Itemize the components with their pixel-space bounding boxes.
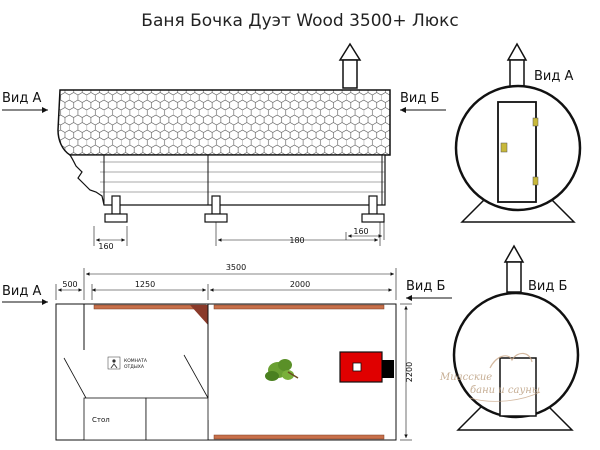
dim-2000: 2000 <box>290 280 310 289</box>
bench-rest-room <box>93 304 207 310</box>
side-barrel-body <box>68 154 386 206</box>
side-roof <box>57 89 391 156</box>
plan-dimensions: 3500 500 1250 2000 2200 <box>55 263 414 441</box>
front-view-b: Вид Б Миасские бани и сауны <box>439 244 580 431</box>
door-swing-inner <box>183 354 209 399</box>
dim-500: 500 <box>62 280 77 289</box>
door-handle <box>500 142 508 153</box>
label-vid-a-top: Вид А <box>2 91 41 106</box>
rest-room-sign: КОМНАТА ОТДЫХА <box>107 356 148 370</box>
rest-room-label-2: ОТДЫХА <box>124 364 145 370</box>
dim-2200: 2200 <box>405 362 414 382</box>
watermark-line2: бани и сауны <box>470 385 540 396</box>
door-swing-outer <box>63 357 87 399</box>
drawing-title: Баня Бочка Дуэт Wood 3500+ Люкс <box>141 11 458 31</box>
rest-bench <box>145 397 209 441</box>
watermark-line1: Миасские <box>439 372 492 383</box>
table <box>83 397 147 441</box>
dim-160-left: 160 <box>98 242 113 251</box>
door-hinge-bottom <box>532 176 539 186</box>
label-vid-b-top: Вид Б <box>400 91 439 106</box>
stove <box>339 351 394 383</box>
side-chimney <box>338 42 362 89</box>
label-vid-b-right: Вид Б <box>528 279 567 294</box>
side-view: 160 180 160 Вид А Вид Б <box>2 42 446 251</box>
label-vid-b-bottom: Вид Б <box>406 279 445 294</box>
label-vid-a-bottom: Вид А <box>2 284 41 299</box>
door-hinge-top <box>532 117 539 127</box>
side-feet <box>104 195 385 223</box>
bench-steam-bottom <box>213 434 385 440</box>
dim-3500: 3500 <box>226 263 246 272</box>
rest-room-label-1: КОМНАТА <box>124 358 148 364</box>
front-view-a: Вид А <box>454 42 582 223</box>
bench-steam-top <box>213 304 385 310</box>
birch-broom-icon <box>265 359 299 381</box>
dim-1250: 1250 <box>135 280 155 289</box>
label-vid-a-right: Вид А <box>534 69 573 84</box>
dim-180: 180 <box>289 236 304 245</box>
corner-shelf <box>190 305 208 325</box>
dim-160-right: 160 <box>353 227 368 236</box>
side-dimensions: 160 180 160 <box>93 222 385 251</box>
plan-view: Вид А Вид Б 3500 500 1250 2000 2200 <box>2 263 452 441</box>
watermark-logo: Миасские бани и сауны <box>439 352 541 402</box>
front-b-window <box>499 357 537 417</box>
table-label: Стол <box>92 416 110 424</box>
